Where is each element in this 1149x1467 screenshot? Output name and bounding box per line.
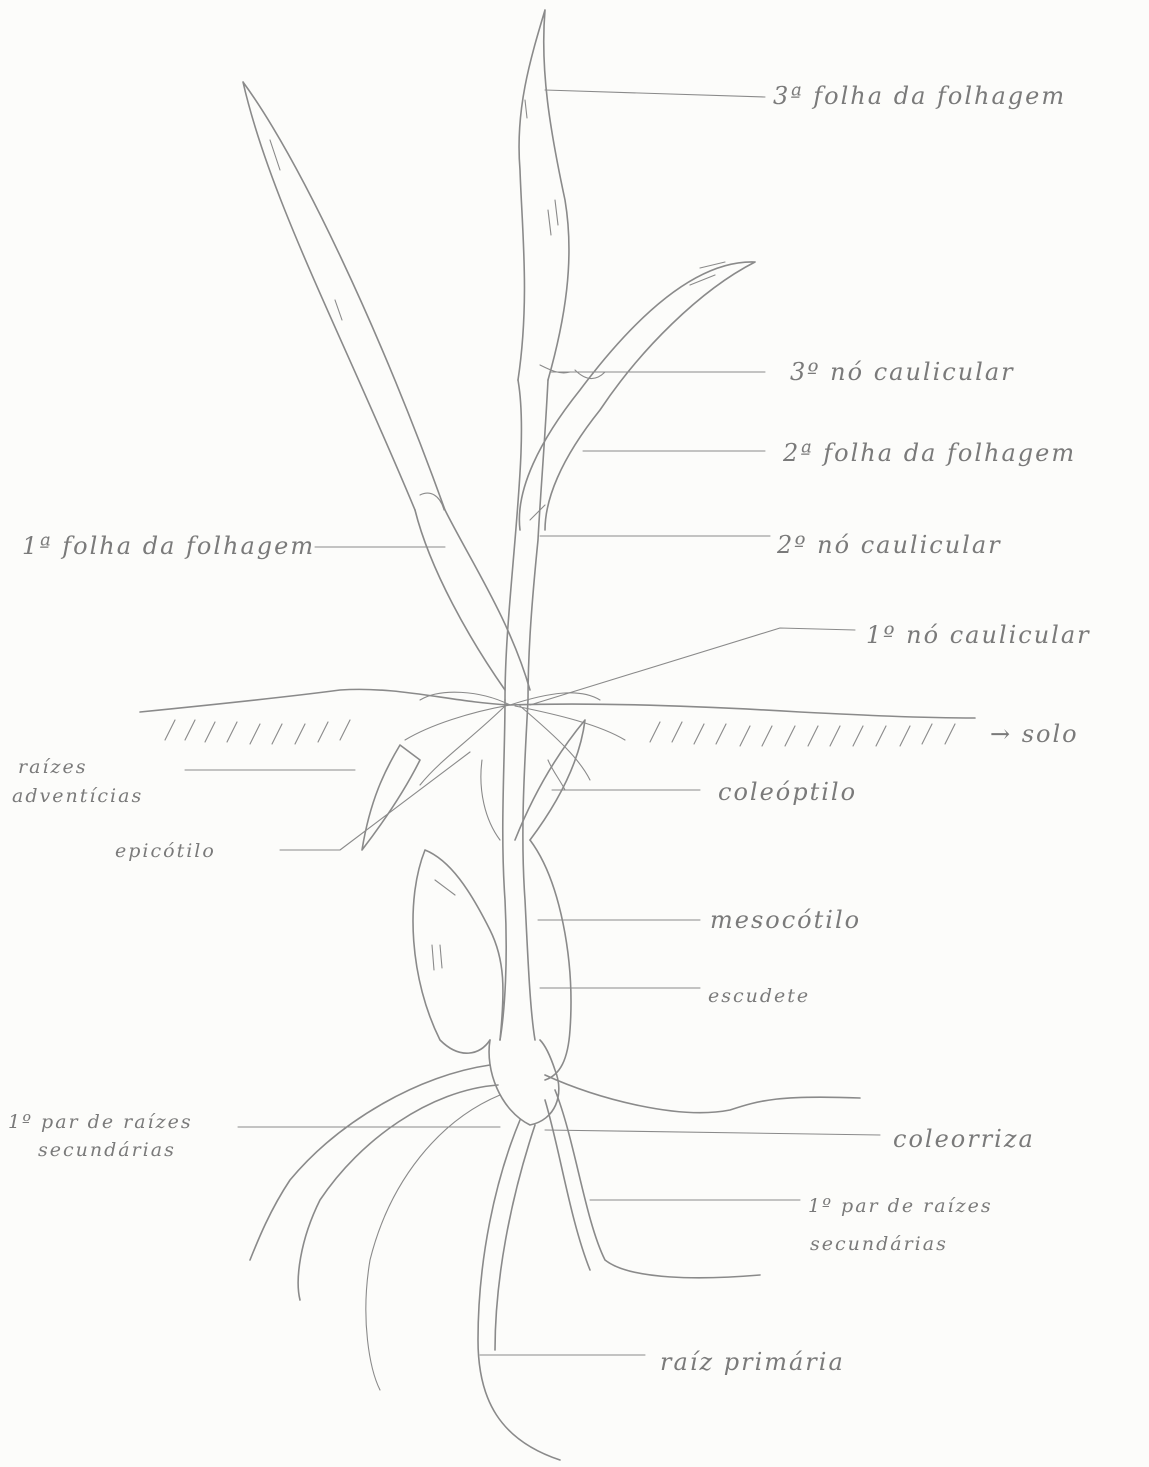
leaf-1-sheath (415, 510, 530, 690)
leader-coleorriza (545, 1130, 880, 1135)
leaf-3-vein (525, 100, 558, 235)
label-no3: 3º nó caulicular (790, 358, 1015, 386)
adventitious-roots (405, 692, 625, 785)
label-par-dir-2: secundárias (810, 1233, 948, 1255)
leaf-3 (518, 10, 569, 380)
label-folha3: 3ª folha da folhagem (773, 82, 1066, 110)
label-par-esq-1: 1º par de raízes (8, 1111, 193, 1133)
label-par-dir-1: 1º par de raízes (808, 1195, 993, 1217)
secondary-root-left (250, 1065, 498, 1300)
label-escudete: escudete (708, 985, 810, 1007)
label-no1: 1º nó caulicular (866, 621, 1091, 649)
scutellum (413, 850, 503, 1053)
scutellum-right (530, 840, 571, 1080)
epicotyl-bump (481, 760, 500, 840)
leaf-1-vein (270, 140, 444, 510)
stem-lower (500, 700, 535, 1040)
leaf-2 (519, 262, 755, 530)
adventitious-leaf-left (362, 745, 420, 850)
leaf-1 (243, 82, 445, 510)
secondary-root-right-2 (545, 1090, 760, 1278)
label-coleorriza: coleorriza (893, 1125, 1035, 1153)
stem-upper (505, 380, 548, 700)
label-folha1: 1ª folha da folhagem (22, 532, 315, 560)
scutellum-vein (432, 880, 455, 970)
label-solo: → solo (990, 720, 1079, 748)
secondary-root-left-2 (366, 1095, 500, 1390)
label-coleoptilo: coleóptilo (718, 778, 857, 806)
label-raiz-primaria: raíz primária (660, 1348, 845, 1376)
leaf-2-vein (530, 262, 725, 520)
secondary-root-right (545, 1075, 860, 1113)
leader-lines (185, 90, 880, 1355)
label-folha2: 2ª folha da folhagem (782, 439, 1076, 467)
leader-folha3 (545, 90, 765, 97)
coleoptile-vein (548, 760, 565, 790)
label-no2: 2º nó caulicular (776, 531, 1002, 559)
leader-epicotilo (280, 752, 470, 850)
label-epicotilo: epicótilo (115, 840, 216, 862)
primary-root (478, 1120, 560, 1460)
label-par-esq-2: secundárias (38, 1139, 176, 1161)
label-mesocotilo: mesocótilo (710, 906, 861, 934)
label-raizes-adv-2: adventícias (12, 785, 143, 807)
label-raizes-adv-1: raízes (18, 756, 88, 778)
